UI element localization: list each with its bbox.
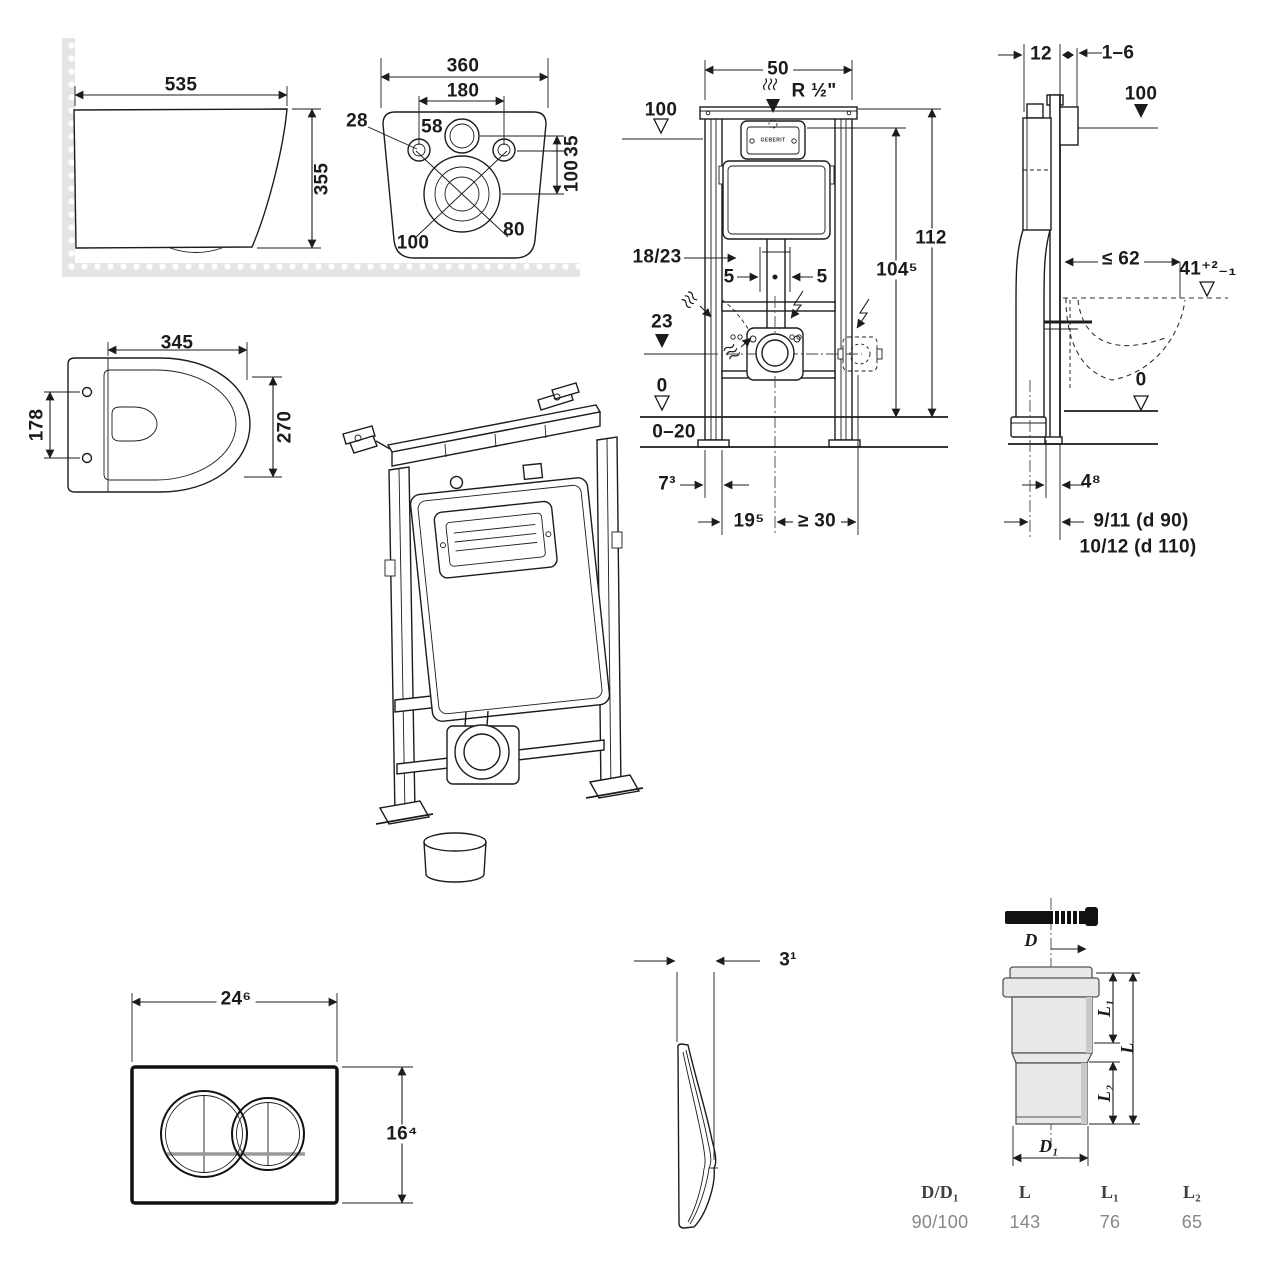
frame-side-view: [998, 44, 1228, 540]
flush-plate-front-view: [130, 993, 413, 1205]
bowl-side-view: [73, 86, 321, 253]
frame-front-view: [622, 60, 948, 535]
wall-hatch-band: [62, 38, 580, 277]
frame-3d-view: [342, 382, 644, 883]
seat-top-view: [44, 342, 282, 493]
outlet-pipe-view: [1002, 898, 1140, 1166]
flush-plate-side-view: [634, 956, 760, 1229]
bowl-back-view: [367, 58, 564, 259]
